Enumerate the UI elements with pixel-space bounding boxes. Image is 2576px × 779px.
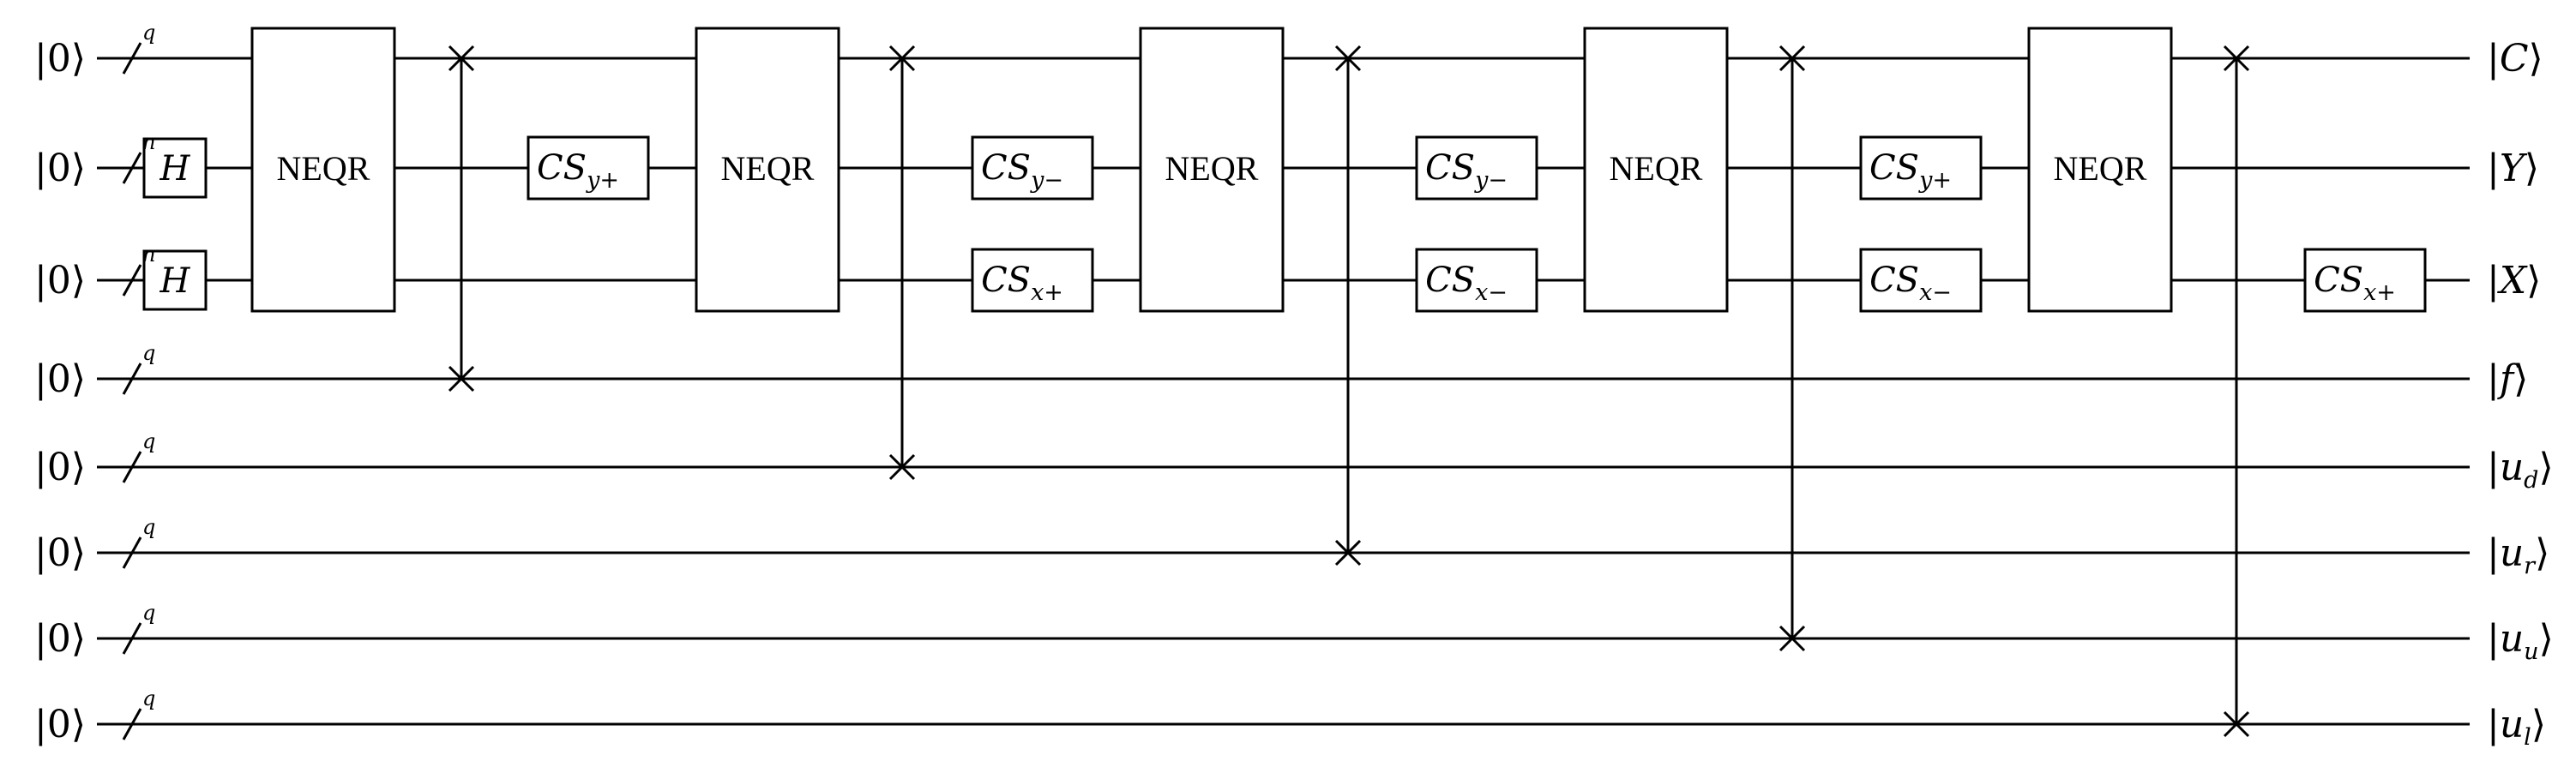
labels-layer: |0⟩ |0⟩ |0⟩ |0⟩ |0⟩ |0⟩ |0⟩ |0⟩ |C⟩ |Y⟩ |X⟩ |f⟩ |ud⟩… xyxy=(34,21,2554,751)
swap-cross-icon xyxy=(1334,45,1362,72)
gates-layer xyxy=(122,27,2427,740)
neqr-gate xyxy=(695,27,840,313)
input-ket-label: |0⟩ xyxy=(34,147,86,190)
cs-gate xyxy=(2303,248,2427,313)
bundle-width-label: q xyxy=(142,515,155,539)
cs-gate-label: CSy+ xyxy=(537,148,619,194)
cs-gate-label: CSx+ xyxy=(981,261,1063,306)
bundle-width-label: n xyxy=(142,243,155,267)
bundle-slash-icon xyxy=(122,42,142,75)
input-ket-label: |0⟩ xyxy=(34,446,86,489)
output-ket-label: |ud⟩ xyxy=(2487,446,2554,494)
swap-cross-icon xyxy=(888,45,916,72)
neqr-label: NEQR xyxy=(721,149,815,188)
output-ket-label: |uu⟩ xyxy=(2487,617,2554,665)
cs-gate-label: CSy+ xyxy=(1869,148,1952,194)
cs-gate-label: CSx− xyxy=(1869,261,1952,306)
bundle-width-label: q xyxy=(142,601,155,625)
input-ket-label: |0⟩ xyxy=(34,617,86,661)
cs-gate xyxy=(971,248,1094,313)
hadamard-label: H xyxy=(159,261,191,301)
cs-gate-label: CSy− xyxy=(981,148,1063,194)
bundle-slash-icon xyxy=(122,708,142,740)
bundle-slash-icon xyxy=(122,451,142,483)
bundle-slash-icon xyxy=(122,152,142,184)
neqr-label: NEQR xyxy=(277,149,370,188)
bundle-slash-icon xyxy=(122,622,142,655)
swap-cross-icon xyxy=(888,453,916,481)
input-ket-label: |0⟩ xyxy=(34,357,86,401)
neqr-gate xyxy=(1139,27,1285,313)
swap-cross-icon xyxy=(448,45,475,72)
bundle-width-label: q xyxy=(142,341,155,365)
cs-gate-label: CSy− xyxy=(1425,148,1508,194)
input-ket-label: |0⟩ xyxy=(34,37,86,81)
output-ket-label: |C⟩ xyxy=(2487,37,2543,81)
cs-gate-label: CSx+ xyxy=(2314,261,2396,306)
swap-cross-icon xyxy=(2223,710,2250,738)
input-ket-label: |0⟩ xyxy=(34,259,86,303)
neqr-label: NEQR xyxy=(2054,149,2147,188)
neqr-gate xyxy=(250,27,396,313)
bundle-width-label: q xyxy=(142,429,155,453)
neqr-label: NEQR xyxy=(1610,149,1703,188)
output-ket-label: |ur⟩ xyxy=(2487,531,2549,579)
input-ket-label: |0⟩ xyxy=(34,703,86,746)
cs-gate xyxy=(971,135,1094,201)
swap-cross-icon xyxy=(1334,539,1362,566)
cs-gate-label: CSx− xyxy=(1425,261,1508,306)
neqr-gate xyxy=(1583,27,1729,313)
hadamard-label: H xyxy=(159,149,191,189)
cs-gate xyxy=(1415,135,1538,201)
swap-cross-icon xyxy=(448,365,475,392)
swap-cross-icon xyxy=(2223,45,2250,72)
swap-cross-icon xyxy=(1779,45,1806,72)
cs-gate xyxy=(1859,248,1983,313)
bundle-slash-icon xyxy=(122,264,142,297)
cs-gate xyxy=(527,135,650,201)
cs-gate xyxy=(1415,248,1538,313)
bundle-slash-icon xyxy=(122,363,142,395)
output-ket-label: |f⟩ xyxy=(2487,357,2528,401)
output-ket-label: |ul⟩ xyxy=(2487,703,2546,751)
bundle-width-label: n xyxy=(142,130,155,154)
input-ket-label: |0⟩ xyxy=(34,531,86,575)
neqr-label: NEQR xyxy=(1165,149,1259,188)
swap-cross-icon xyxy=(1779,625,1806,652)
output-ket-label: |X⟩ xyxy=(2487,259,2541,303)
neqr-gate xyxy=(2027,27,2173,313)
bundle-slash-icon xyxy=(122,536,142,569)
hadamard-gate xyxy=(142,249,208,311)
bundle-width-label: q xyxy=(142,21,155,45)
hadamard-gate xyxy=(142,137,208,199)
bundle-width-label: q xyxy=(142,686,155,710)
cs-gate xyxy=(1859,135,1983,201)
output-ket-label: |Y⟩ xyxy=(2487,147,2539,190)
